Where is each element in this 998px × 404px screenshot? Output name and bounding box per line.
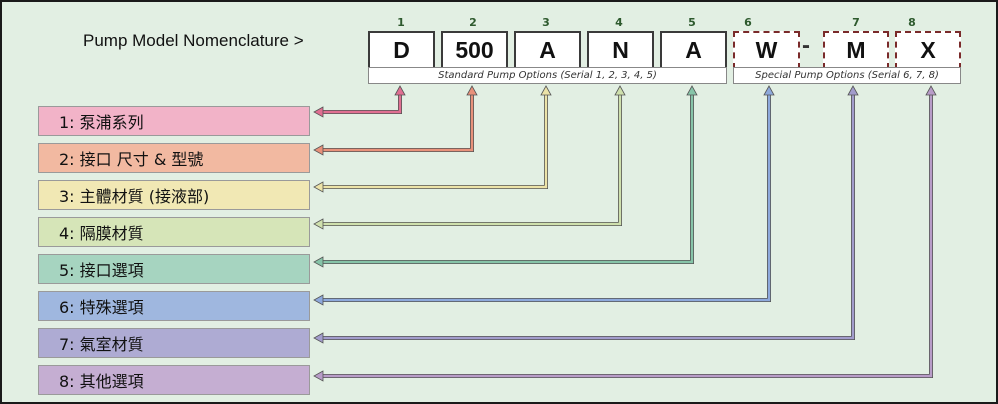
connector-3 (313, 85, 552, 193)
code-box-6: W (733, 31, 800, 69)
position-label-7: 7: 氣室材質 (38, 328, 310, 358)
code-box-4: N (587, 31, 654, 69)
position-number-8: 8 (908, 16, 916, 29)
position-label-3: 3: 主體材質 (接液部) (38, 180, 310, 210)
position-label-4: 4: 隔膜材質 (38, 217, 310, 247)
connector-1 (313, 85, 406, 118)
position-label-1: 1: 泵浦系列 (38, 106, 310, 136)
connector-4 (313, 85, 626, 230)
position-label-8: 8: 其他選項 (38, 365, 310, 395)
position-number-2: 2 (469, 16, 477, 29)
position-number-3: 3 (542, 16, 550, 29)
connector-8 (313, 85, 937, 382)
position-number-1: 1 (397, 16, 405, 29)
position-number-6: 6 (744, 16, 752, 29)
code-box-1: D (368, 31, 435, 69)
connector-7 (313, 85, 859, 344)
connector-2 (313, 85, 478, 156)
position-label-5: 5: 接口選項 (38, 254, 310, 284)
position-number-7: 7 (852, 16, 860, 29)
position-label-2: 2: 接口 尺寸 & 型號 (38, 143, 310, 173)
connector-5 (313, 85, 698, 268)
position-number-5: 5 (688, 16, 696, 29)
standard-options-caption: Standard Pump Options (Serial 1, 2, 3, 4… (368, 67, 727, 84)
diagram-title: Pump Model Nomenclature > (83, 31, 304, 50)
special-options-caption: Special Pump Options (Serial 6, 7, 8) (733, 67, 961, 84)
code-box-2: 500 (441, 31, 508, 69)
position-label-6: 6: 特殊選項 (38, 291, 310, 321)
position-number-4: 4 (615, 16, 623, 29)
connector-6 (313, 85, 775, 306)
code-separator: - (802, 32, 810, 59)
